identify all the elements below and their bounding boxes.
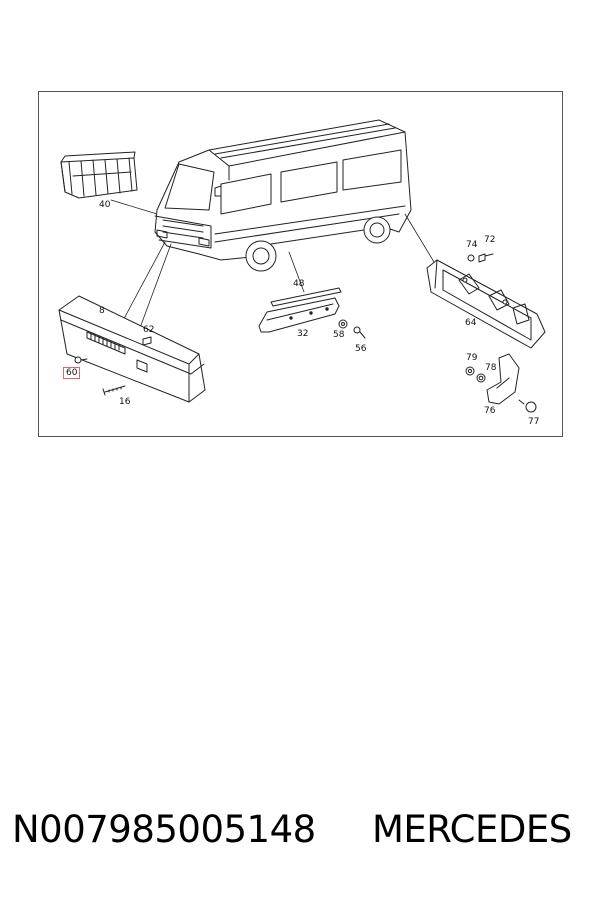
callout-74: 74 bbox=[466, 240, 478, 250]
callout-79: 79 bbox=[466, 353, 478, 363]
van-illustration bbox=[154, 119, 412, 272]
callout-76: 76 bbox=[484, 406, 496, 416]
leader-line-40 bbox=[110, 199, 158, 215]
rear-bumper-part-64 bbox=[426, 259, 546, 349]
callout-64: 64 bbox=[465, 318, 477, 328]
bolt-part-56 bbox=[353, 326, 366, 339]
callout-62: 62 bbox=[143, 325, 155, 335]
clip-part-58 bbox=[338, 319, 348, 329]
grille-panel-part-40 bbox=[60, 151, 138, 199]
callout-40: 40 bbox=[99, 200, 111, 210]
callout-72: 72 bbox=[484, 235, 496, 245]
side-molding-part-48 bbox=[270, 287, 342, 307]
washer-part-78 bbox=[476, 373, 486, 383]
leader-line-molding bbox=[288, 251, 305, 293]
bracket-part-76 bbox=[486, 353, 520, 405]
cap-part-77 bbox=[518, 399, 537, 413]
plug-part-62 bbox=[142, 336, 152, 346]
brand-name: MERCEDES bbox=[372, 808, 572, 851]
callout-56: 56 bbox=[355, 344, 367, 354]
footer: N007985005148 MERCEDES bbox=[0, 808, 600, 858]
side-molding-part-32 bbox=[258, 297, 340, 333]
callout-60: 60 bbox=[63, 367, 81, 379]
bolt-part-72 bbox=[478, 253, 494, 263]
leader-line-rear-bumper bbox=[404, 213, 435, 263]
callout-8: 8 bbox=[99, 306, 105, 316]
nut-part-60 bbox=[74, 356, 88, 364]
callout-78: 78 bbox=[485, 363, 497, 373]
callout-32: 32 bbox=[297, 329, 309, 339]
parts-diagram bbox=[58, 119, 546, 413]
callout-48: 48 bbox=[293, 279, 305, 289]
screw-part-16 bbox=[102, 385, 126, 396]
leader-line-bumper-b bbox=[136, 243, 172, 337]
nut-part-79 bbox=[465, 366, 475, 376]
callout-77: 77 bbox=[528, 417, 540, 427]
nut-part-74 bbox=[467, 254, 475, 262]
callout-16: 16 bbox=[119, 397, 131, 407]
part-number: N007985005148 bbox=[12, 808, 316, 851]
parts-diagram-frame: 40 8 62 60 16 48 32 58 56 74 72 64 79 78… bbox=[38, 91, 563, 437]
front-bumper-part-8 bbox=[58, 295, 206, 403]
callout-58: 58 bbox=[333, 330, 345, 340]
leader-line-bumper-a bbox=[118, 241, 166, 329]
